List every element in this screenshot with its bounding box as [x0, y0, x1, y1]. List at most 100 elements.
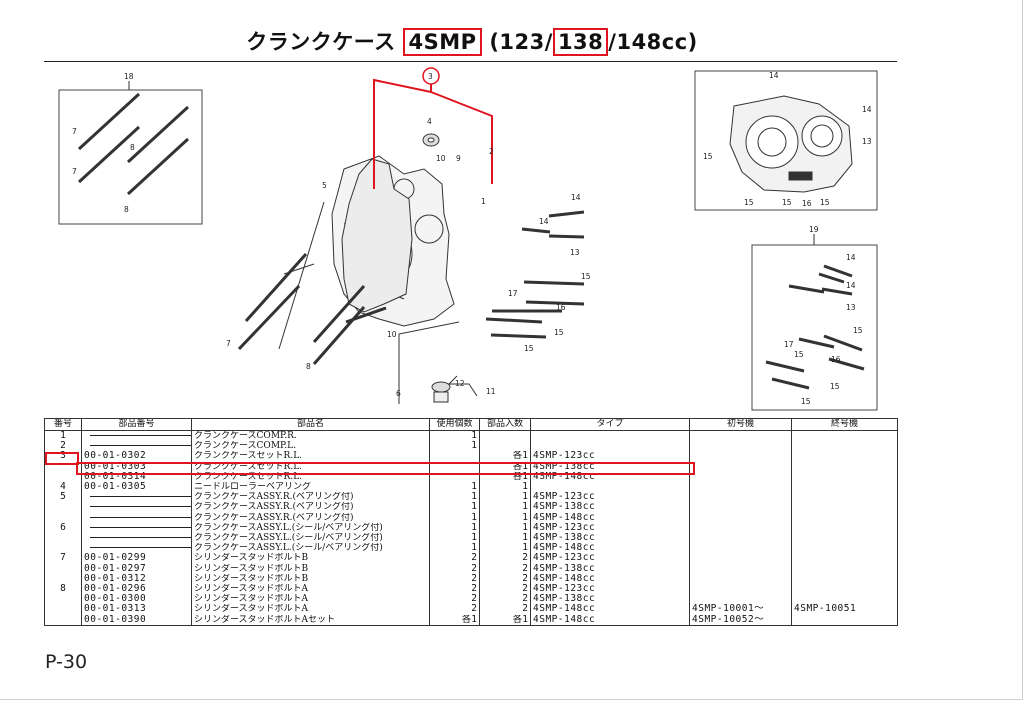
- col-header-no: 番号: [44, 418, 82, 431]
- col-header-first-serial: 初号機: [689, 418, 792, 431]
- cell-type: 4SMP-148cc: [530, 471, 690, 483]
- cell-last-serial: [791, 543, 898, 554]
- cell-qty-used: 1: [429, 543, 480, 554]
- cell-first-serial: [689, 584, 792, 595]
- crankcase-sideview-inset-box: [694, 70, 878, 211]
- cell-first-serial: [689, 533, 792, 544]
- cell-first-serial: [689, 430, 792, 442]
- callout-19: 19: [809, 225, 819, 234]
- cell-qty-included: 1: [479, 502, 531, 513]
- cell-last-serial: [791, 430, 898, 442]
- cell-qty-used: 1: [429, 441, 480, 452]
- callout-14: 14: [862, 105, 872, 114]
- cell-type: 4SMP-148cc: [530, 512, 690, 523]
- cell-type: 4SMP-148cc: [530, 573, 690, 585]
- cell-part-number: [81, 543, 192, 554]
- cell-part-number: [81, 441, 192, 452]
- cell-no: 3: [44, 451, 82, 462]
- callout-15: 15: [744, 198, 754, 207]
- page-title: クランクケース 4SMP (123/138/148cc): [0, 26, 944, 56]
- cell-no: [44, 533, 82, 544]
- cell-last-serial: 4SMP-10051: [791, 604, 898, 615]
- cell-qty-included: 1: [479, 482, 531, 493]
- col-header-part-name: 部品名: [191, 418, 430, 431]
- cell-first-serial: [689, 553, 792, 564]
- callout-8: 8: [306, 362, 311, 371]
- cell-qty-used: [429, 461, 480, 472]
- cell-first-serial: [689, 461, 792, 472]
- cell-part-name: クランクケースASSY.R.(ベアリング付): [191, 502, 430, 513]
- cell-qty-included: 2: [479, 563, 531, 574]
- cell-part-name: シリンダースタッドボルトA: [191, 584, 430, 595]
- cell-part-number: 00-01-0297: [81, 563, 192, 574]
- cell-first-serial: [689, 471, 792, 483]
- cell-part-name: クランクケースASSY.R.(ベアリング付): [191, 492, 430, 503]
- callout-11: 11: [486, 387, 496, 396]
- cell-type: 4SMP-138cc: [530, 502, 690, 513]
- cell-part-name: クランクケースCOMP.L.: [191, 441, 430, 452]
- cell-last-serial: [791, 512, 898, 523]
- callout-16: 16: [556, 303, 566, 312]
- cell-part-name: クランクケースセットR.L.: [191, 471, 430, 483]
- cell-part-name: シリンダースタッドボルトB: [191, 573, 430, 585]
- table-header-row: 番号 部品番号 部品名 使用個数 部品入数 タイプ 初号機 終号機: [44, 418, 898, 431]
- cell-type: [530, 441, 690, 452]
- callout-5: 5: [322, 181, 327, 190]
- callout-15: 15: [830, 382, 840, 391]
- callout-18: 18: [124, 72, 134, 81]
- cell-no: [44, 563, 82, 574]
- cell-no: 8: [44, 584, 82, 595]
- cell-first-serial: [689, 492, 792, 503]
- cell-first-serial: [689, 543, 792, 554]
- cell-no: 6: [44, 522, 82, 534]
- cell-qty-included: [479, 441, 531, 452]
- callout-8: 8: [124, 205, 129, 214]
- callout-10: 10: [387, 330, 397, 339]
- cell-type: 4SMP-148cc: [530, 543, 690, 554]
- cell-part-name: クランクケースセットR.L.: [191, 461, 430, 472]
- callout-13: 13: [846, 303, 856, 312]
- cell-first-serial: 4SMP-10001～: [689, 604, 792, 615]
- cell-type: 4SMP-138cc: [530, 594, 690, 605]
- no-part-number-dash: [90, 435, 191, 436]
- cell-first-serial: [689, 512, 792, 523]
- cell-last-serial: [791, 594, 898, 605]
- callout-8: 8: [130, 143, 135, 152]
- cell-last-serial: [791, 451, 898, 462]
- cell-first-serial: [689, 563, 792, 574]
- callout-15: 15: [524, 344, 534, 353]
- callout-1: 1: [481, 197, 486, 206]
- page-number: P-30: [45, 651, 88, 673]
- cell-no: 1: [44, 430, 82, 442]
- callout-15: 15: [820, 198, 830, 207]
- callout-7: 7: [226, 339, 231, 348]
- cell-qty-included: 1: [479, 543, 531, 554]
- cell-qty-used: 1: [429, 512, 480, 523]
- cell-no: [44, 461, 82, 472]
- cell-last-serial: [791, 441, 898, 452]
- callout-6: 6: [396, 389, 401, 398]
- callout-7: 7: [72, 167, 77, 176]
- cell-no: [44, 502, 82, 513]
- cell-type: 4SMP-123cc: [530, 522, 690, 534]
- callout-13: 13: [570, 248, 580, 257]
- callout-10: 10: [436, 154, 446, 163]
- cell-qty-included: 各1: [479, 451, 531, 462]
- cell-type: [530, 482, 690, 493]
- cell-no: 5: [44, 492, 82, 503]
- callout-14: 14: [846, 253, 856, 262]
- cell-type: 4SMP-138cc: [530, 461, 690, 472]
- cell-first-serial: [689, 451, 792, 462]
- callout-14: 14: [769, 71, 779, 80]
- cell-part-name: クランクケースセットR.L.: [191, 451, 430, 462]
